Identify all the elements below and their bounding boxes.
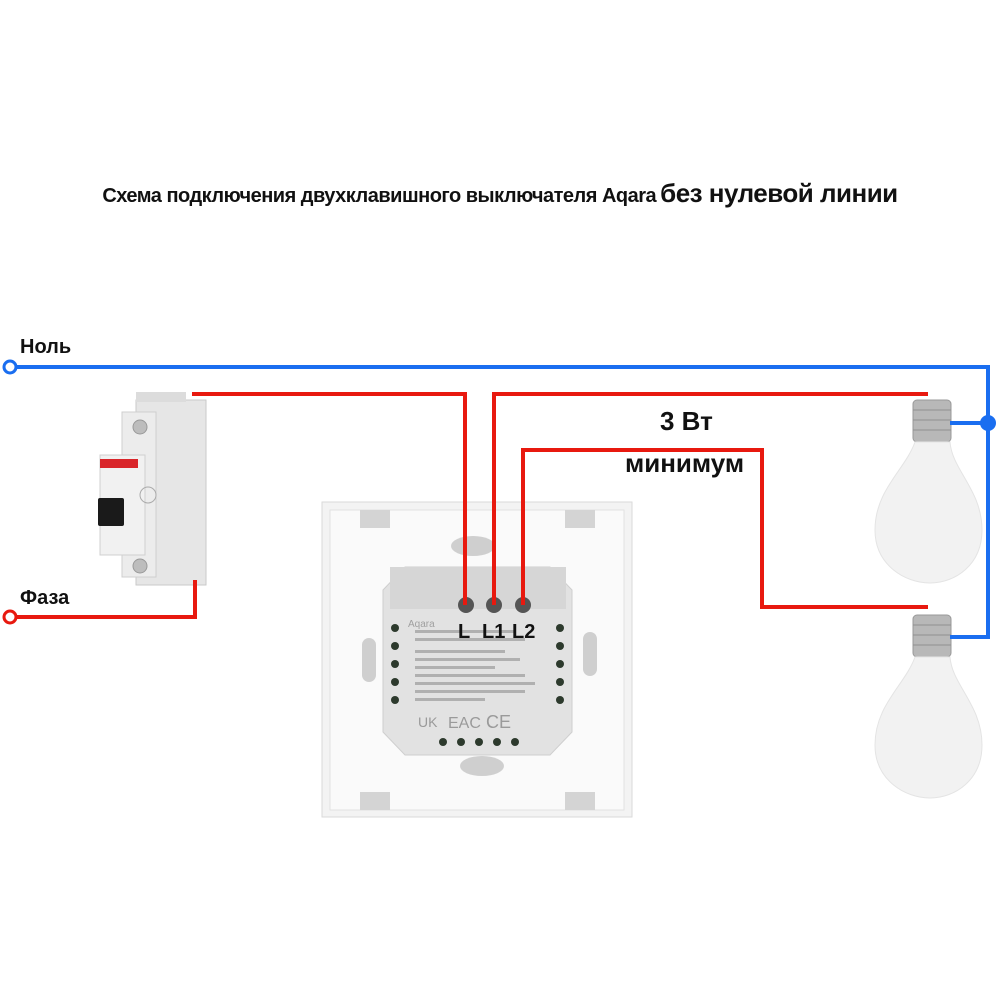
cert-eac: EAC: [448, 715, 481, 732]
circuit-breaker: [98, 392, 207, 586]
brand-logo: Aqara: [408, 619, 435, 630]
cert-ukca: UK: [418, 714, 438, 730]
title-part1: Схема подключения двухклавишного выключа…: [102, 185, 657, 207]
lamp-2: [874, 614, 983, 799]
neutral-terminal-icon: [2, 359, 18, 375]
note-minimum: минимум: [625, 448, 745, 478]
terminal-L1: L1: [482, 621, 505, 643]
note-min-power: 3 Вт: [660, 406, 713, 436]
neutral-junction-icon: [980, 415, 996, 431]
phase-label: Фаза: [20, 587, 70, 609]
neutral-label: Ноль: [20, 336, 72, 358]
title-part2: без нулевой линии: [660, 178, 898, 208]
terminal-L: L: [458, 621, 470, 643]
diagram-title: Схема подключения двухклавишного выключа…: [0, 178, 1000, 209]
aqara-switch: UK EAC CE Aqara: [321, 501, 633, 818]
terminal-L2: L2: [512, 621, 535, 643]
lamp-1: [874, 399, 983, 584]
phase-wire: [10, 392, 928, 619]
phase-terminal-icon: [2, 609, 18, 625]
cert-ce: CE: [486, 712, 511, 732]
